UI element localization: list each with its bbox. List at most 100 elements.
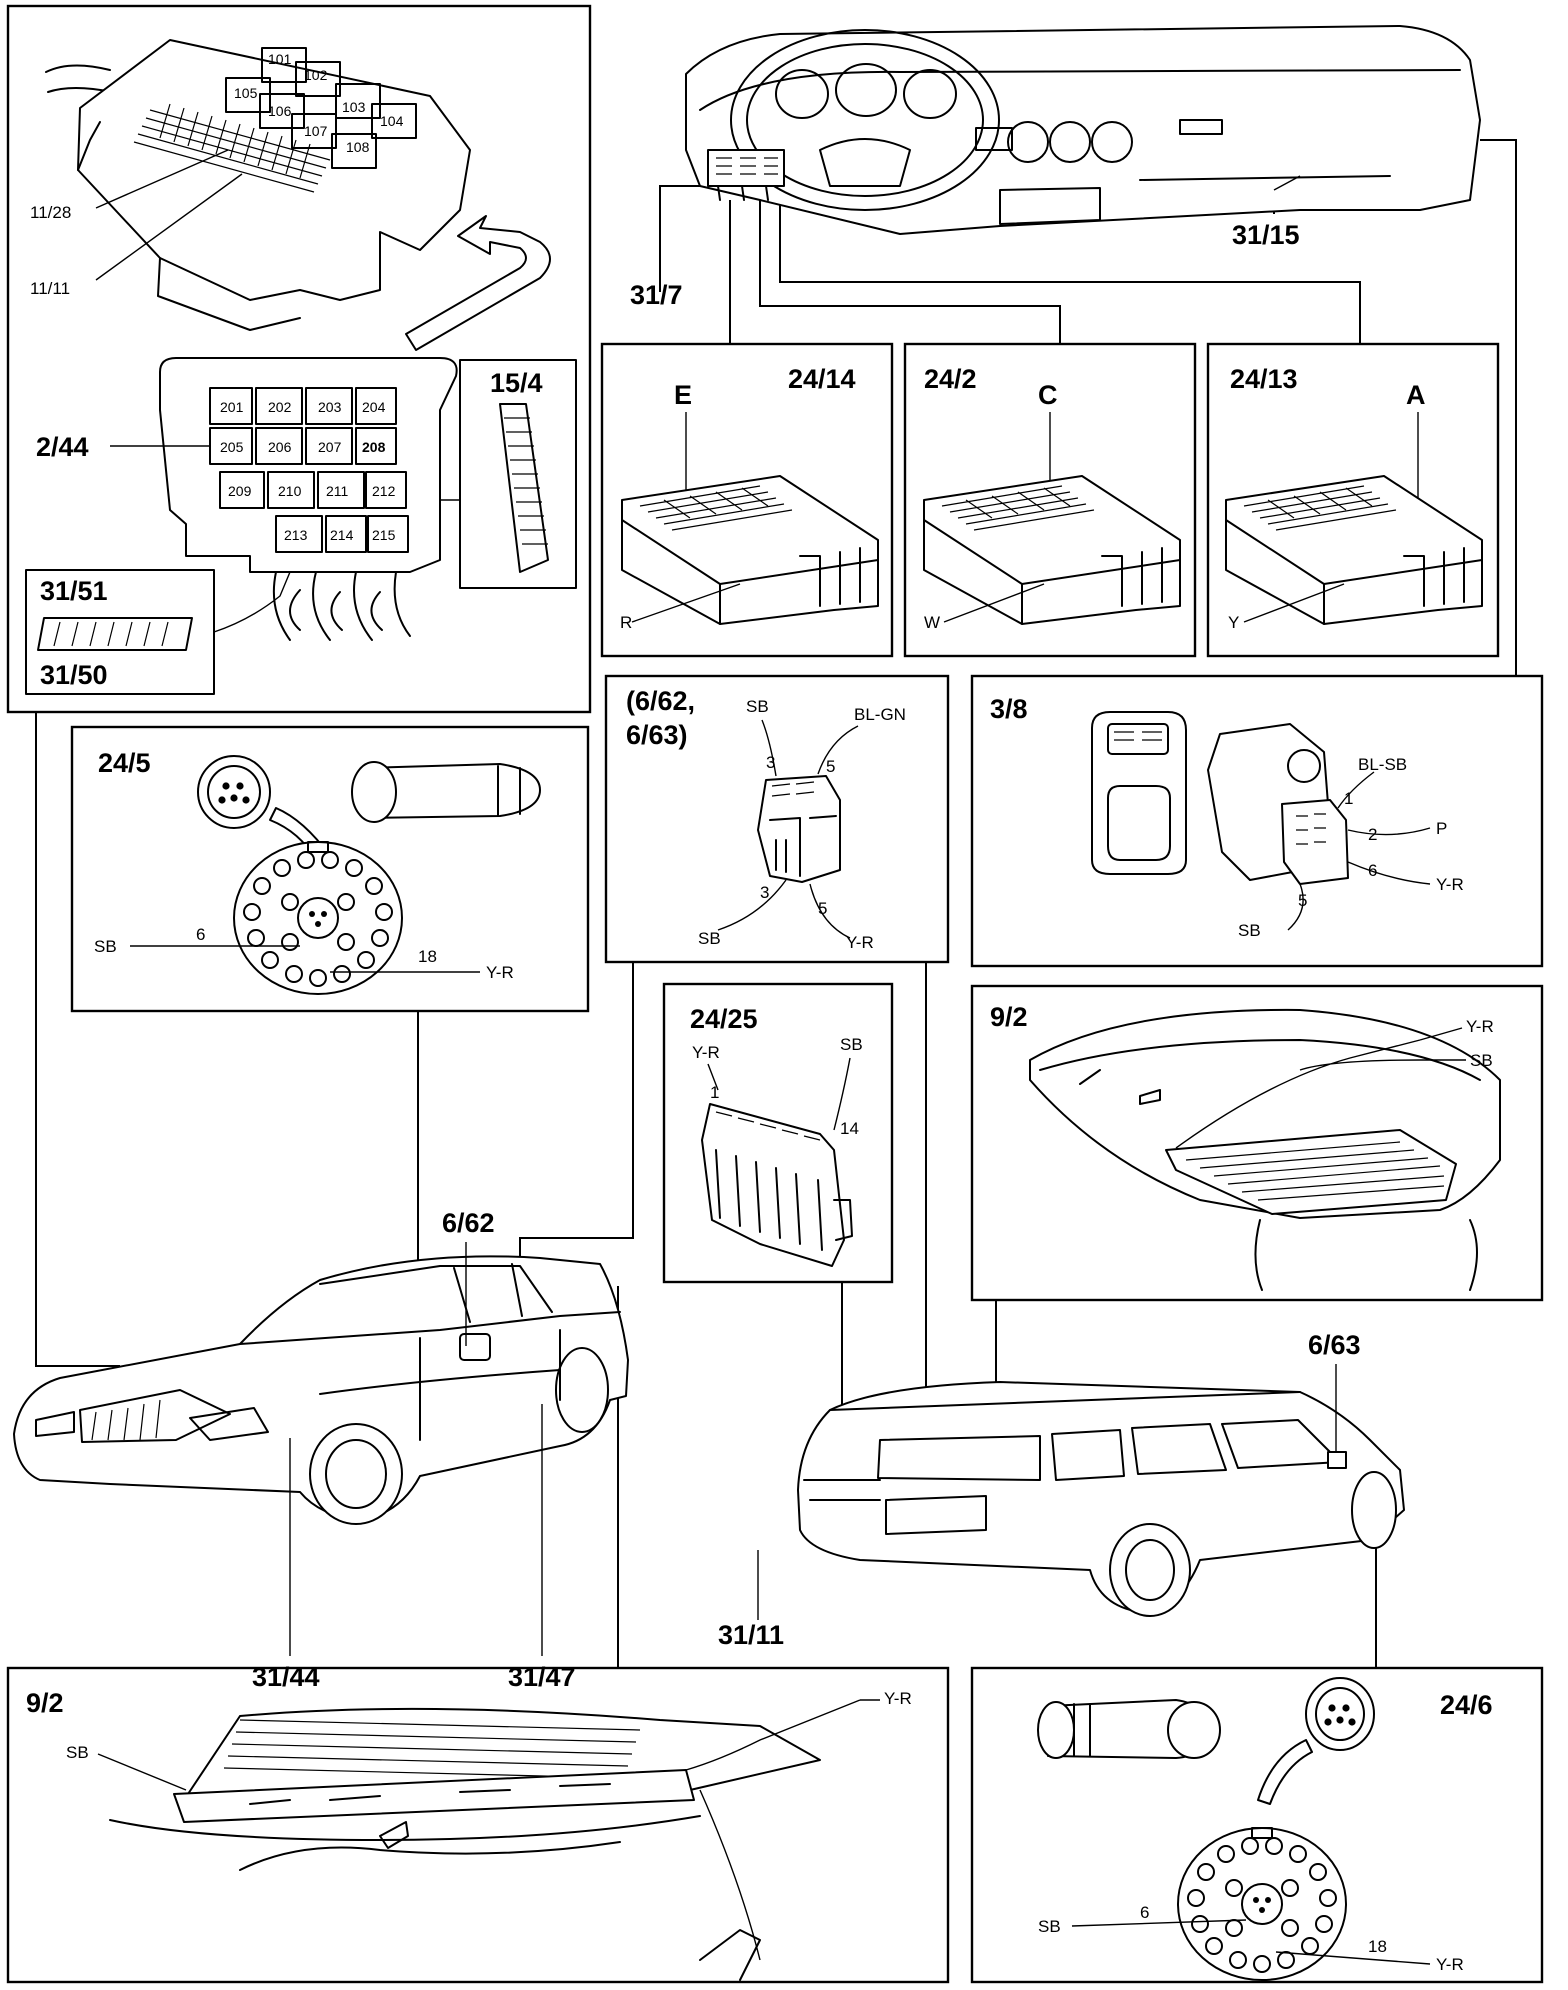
label-15-4: 15/4: [490, 368, 543, 398]
relay-105: 105: [234, 85, 258, 101]
label-31-7: 31/7: [630, 280, 683, 310]
label-6-62: 6/62: [442, 1208, 495, 1238]
relay-202: 202: [268, 399, 292, 415]
panel-24-2: [903, 342, 1197, 658]
estate-drawing: 6/63 31/11: [718, 1330, 1405, 1650]
label-24-2: 24/2: [924, 364, 977, 394]
connector-24-2-drawing: 24/2 C W: [923, 364, 1181, 632]
relay-201: 201: [220, 399, 244, 415]
label-9-2-bottom: 9/2: [26, 1688, 64, 1718]
wire-sb-24-5: SB: [94, 937, 117, 956]
wire-sb-bottom: SB: [698, 929, 721, 948]
roof-light-drawing: 9/2 SB Y-R: [26, 1688, 912, 1981]
panel-6-62-6-63: [604, 674, 950, 964]
switch-3-8-drawing: 3/8 BL-SB 1 2 P 6 Y-R 5 SB: [990, 694, 1464, 940]
pin-6-24-5: 6: [196, 925, 205, 944]
relay-209: 209: [228, 483, 252, 499]
panel-24-6: [970, 1666, 1544, 1984]
label-9-2-right: 9/2: [990, 1002, 1028, 1032]
connector-24-25-drawing: 24/25 Y-R SB 1 14: [690, 1004, 863, 1267]
wire-sb-top: SB: [746, 697, 769, 716]
panel-3-8: [970, 674, 1544, 968]
label-24-13: 24/13: [1230, 364, 1298, 394]
relay-203: 203: [318, 399, 342, 415]
label-6-62-paren: (6/62,: [626, 686, 695, 716]
wire-sb-9-2-bottom: SB: [66, 1743, 89, 1762]
relay-211: 211: [326, 483, 349, 499]
connector-6-62-6-63-drawing: (6/62, 6/63) SB BL-GN 3 5 3 5 SB Y-R: [626, 686, 906, 952]
relay-214: 214: [330, 527, 354, 543]
pin-1-24-25: 1: [710, 1083, 719, 1102]
pin-3-top: 3: [766, 753, 775, 772]
color-w: W: [924, 613, 940, 632]
label-11-11: 11/11: [30, 279, 70, 298]
label-11-28: 11/28: [30, 203, 71, 222]
label-31-50: 31/50: [40, 660, 108, 690]
label-31-15: 31/15: [1232, 220, 1300, 250]
letter-e: E: [674, 380, 692, 410]
wire-yr-bottom: Y-R: [846, 933, 874, 952]
connector-24-14-drawing: 24/14 E R: [620, 364, 879, 632]
central-electronic-module-drawing: 101 102 103 104 105 106 107 108 11/28 11…: [25, 39, 577, 695]
wire-yr-24-6: Y-R: [1436, 1955, 1464, 1974]
wire-sb-24-6: SB: [1038, 1917, 1061, 1936]
wire-sb-24-25: SB: [840, 1035, 863, 1054]
sedan-drawing: 6/62 31/44 31/47: [13, 1208, 629, 1692]
pin-6-24-6: 6: [1140, 1903, 1149, 1922]
label-6-63: 6/63: [1308, 1330, 1361, 1360]
relay-104: 104: [380, 113, 404, 129]
wire-bl-sb: BL-SB: [1358, 755, 1407, 774]
relay-101: 101: [268, 51, 292, 67]
relay-205: 205: [220, 439, 244, 455]
letter-c: C: [1038, 380, 1058, 410]
label-6-63-paren: 6/63): [626, 720, 688, 750]
wire-yr-24-5: Y-R: [486, 963, 514, 982]
pin-18-24-6: 18: [1368, 1937, 1387, 1956]
panel-24-14: [600, 342, 894, 658]
letter-a: A: [1406, 380, 1426, 410]
color-r: R: [620, 613, 632, 632]
label-24-5: 24/5: [98, 748, 151, 778]
wire-p: P: [1436, 819, 1447, 838]
wire-bl-gn: BL-GN: [854, 705, 906, 724]
label-31-11: 31/11: [718, 1620, 784, 1650]
tailgate-light-drawing: 9/2 Y-R SB: [990, 1002, 1501, 1291]
connector-24-13-drawing: 24/13 A Y: [1225, 364, 1483, 632]
relay-102: 102: [304, 67, 328, 83]
connector-24-5-drawing: 24/5 SB 6 18 Y-R: [94, 748, 541, 995]
dashboard-drawing: 31/15 31/7: [630, 25, 1481, 310]
label-31-47: 31/47: [508, 1662, 576, 1692]
wire-yr-9-2-bottom: Y-R: [884, 1689, 912, 1708]
pin-18-24-5: 18: [418, 947, 437, 966]
pin-5-top: 5: [826, 757, 835, 776]
connector-24-6-drawing: 24/6 SB 6 18 Y-R: [1037, 1677, 1493, 1981]
relay-204: 204: [362, 399, 386, 415]
relay-207: 207: [318, 439, 342, 455]
panel-24-25: [662, 982, 894, 1284]
panel-9-2-bottom: [6, 1666, 950, 1984]
label-24-14: 24/14: [788, 364, 856, 394]
relay-106: 106: [268, 103, 292, 119]
pin-5-bottom: 5: [818, 899, 827, 918]
relay-210: 210: [278, 483, 302, 499]
color-y: Y: [1228, 613, 1239, 632]
panel-9-2-right: [970, 984, 1544, 1302]
relay-108: 108: [346, 139, 370, 155]
wire-yr-3-8: Y-R: [1436, 875, 1464, 894]
label-31-44: 31/44: [252, 1662, 320, 1692]
label-24-25: 24/25: [690, 1004, 758, 1034]
relay-206: 206: [268, 439, 292, 455]
wire-sb-9-2-right: SB: [1470, 1051, 1493, 1070]
relay-212: 212: [372, 483, 396, 499]
label-24-6: 24/6: [1440, 1690, 1493, 1720]
relay-215: 215: [372, 527, 396, 543]
pin-3-bottom: 3: [760, 883, 769, 902]
wire-sb-3-8: SB: [1238, 921, 1261, 940]
wire-yr-24-25: Y-R: [692, 1043, 720, 1062]
pin-14-24-25: 14: [840, 1119, 859, 1138]
pin-6-3-8: 6: [1368, 861, 1377, 880]
wire-yr-9-2-right: Y-R: [1466, 1017, 1494, 1036]
pin-1-3-8: 1: [1344, 789, 1353, 808]
relay-213: 213: [284, 527, 308, 543]
